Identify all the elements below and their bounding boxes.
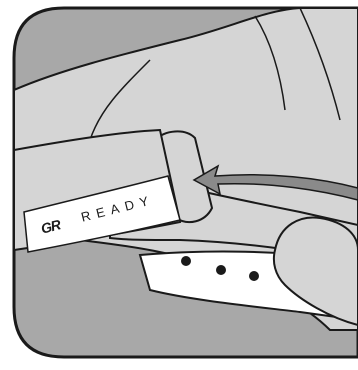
- band-hole: [216, 265, 226, 275]
- band-hole: [249, 271, 259, 281]
- band-hole: [181, 256, 191, 266]
